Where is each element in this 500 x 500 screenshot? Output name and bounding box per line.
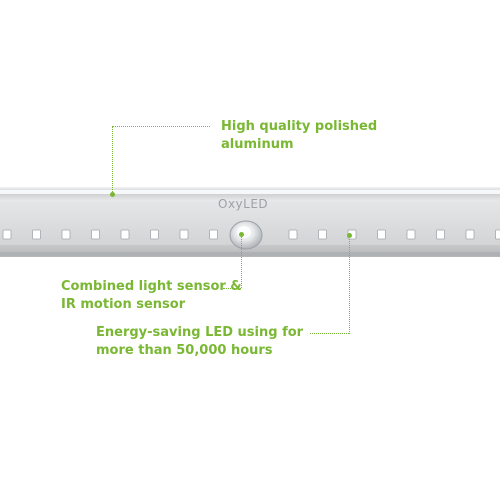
callout-aluminum-connector <box>112 126 210 127</box>
led-chip <box>377 229 386 240</box>
led-chip <box>318 229 327 240</box>
led-chip <box>2 229 12 240</box>
led-chip <box>61 229 71 240</box>
led-chip <box>436 229 445 240</box>
callout-aluminum: High quality polished aluminum <box>221 119 378 152</box>
led-chip <box>288 229 298 240</box>
led-chip <box>120 229 130 240</box>
callout-sensor-connector <box>223 288 241 289</box>
led-chip <box>465 229 475 240</box>
callout-sensor-pointer <box>239 232 244 237</box>
led-chip <box>32 229 41 240</box>
callout-sensor: Combined light sensor & IR motion sensor <box>61 279 242 312</box>
led-chip <box>406 229 416 240</box>
callout-led-leader <box>349 236 350 334</box>
led-chip <box>209 229 218 240</box>
brand-logo: OxyLED <box>218 197 269 211</box>
callout-led-connector <box>310 333 349 334</box>
led-chip <box>150 229 159 240</box>
led-chip <box>179 229 189 240</box>
sensor-icon <box>229 220 263 250</box>
callout-led-pointer <box>347 233 352 238</box>
callout-aluminum-pointer <box>110 192 115 197</box>
led-chip <box>495 229 500 240</box>
callout-sensor-leader <box>241 234 242 288</box>
led-chip <box>91 229 100 240</box>
callout-led: Energy-saving LED using for more than 50… <box>96 325 304 358</box>
callout-aluminum-leader <box>112 126 113 194</box>
